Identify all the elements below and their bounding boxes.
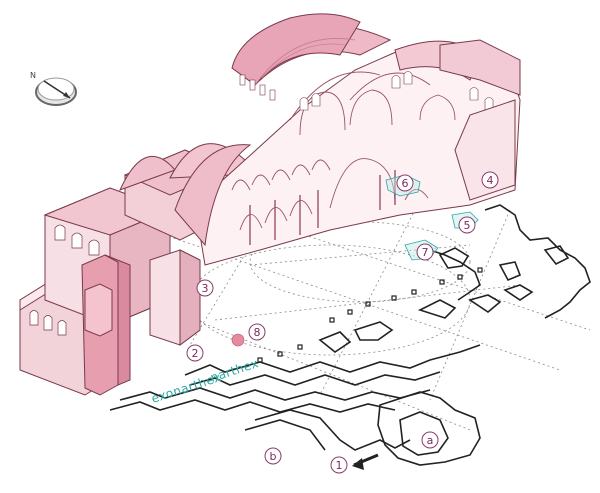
svg-text:b: b — [270, 450, 277, 463]
marker-7: 7 — [416, 243, 434, 261]
compass-north-label: N — [30, 71, 36, 80]
marker-6: 6 — [396, 174, 414, 192]
svg-text:1: 1 — [336, 459, 343, 472]
entrance-arrow — [352, 453, 379, 470]
marker-4: 4 — [481, 171, 499, 189]
marker-2: 2 — [186, 344, 204, 362]
marker-5: 5 — [458, 216, 476, 234]
svg-text:2: 2 — [192, 347, 199, 360]
svg-text:7: 7 — [422, 246, 429, 259]
label-exonarthex: exonarthex — [150, 370, 224, 406]
svg-text:5: 5 — [464, 219, 471, 232]
floor-guides — [119, 179, 591, 431]
svg-text:6: 6 — [402, 177, 409, 190]
svg-text:a: a — [427, 434, 434, 447]
svg-text:4: 4 — [487, 174, 494, 187]
marker-1: 1 — [330, 456, 348, 474]
floor-plan-walls — [109, 204, 591, 466]
marker-3: 3 — [196, 279, 214, 297]
marker-8: 8 — [248, 323, 266, 341]
marker-a: a — [421, 431, 439, 449]
svg-text:3: 3 — [202, 282, 209, 295]
svg-text:8: 8 — [254, 326, 261, 339]
omphalion-sphere — [231, 333, 245, 347]
nave-columns — [257, 267, 483, 363]
compass: N — [30, 71, 77, 106]
marker-b: b — [264, 447, 282, 465]
building-cutaway-nave — [174, 13, 521, 266]
